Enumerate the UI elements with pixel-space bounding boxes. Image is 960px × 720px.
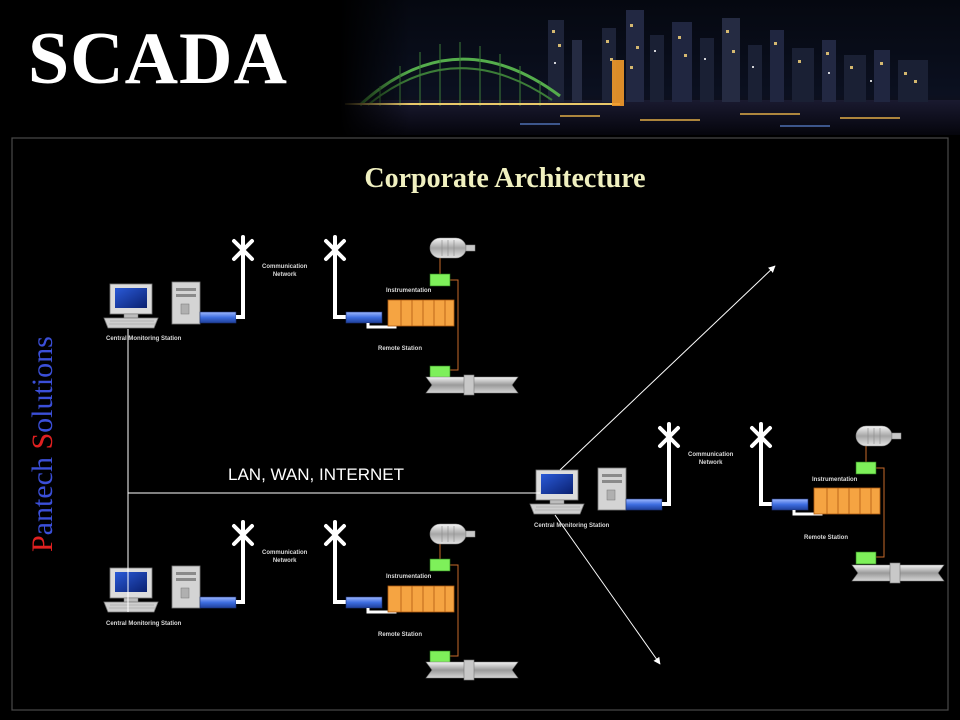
communication-label-line2: Network bbox=[698, 459, 723, 466]
city-skyline-photo bbox=[340, 0, 960, 135]
rtu-module-icon bbox=[813, 487, 881, 515]
remote-station-label: Remote Station bbox=[378, 632, 423, 638]
modem-icon bbox=[345, 596, 383, 609]
communication-label-line1: Communication bbox=[262, 264, 308, 270]
instrumentation-label: Instrumentation bbox=[386, 574, 432, 580]
communication-label-line2: Network bbox=[272, 557, 297, 564]
modem-icon bbox=[199, 311, 237, 324]
scada-site-bottom bbox=[103, 520, 519, 681]
network-link-label: LAN, WAN, INTERNET bbox=[228, 465, 404, 484]
header-banner bbox=[0, 0, 960, 135]
communication-label-line2: Network bbox=[272, 271, 297, 278]
diagram-heading: Corporate Architecture bbox=[364, 163, 646, 194]
communication-label-line1: Communication bbox=[262, 550, 308, 556]
arrow-to-other-site-up bbox=[559, 265, 776, 471]
central-station-label: Central Monitoring Station bbox=[106, 621, 182, 627]
rtu-module-icon bbox=[387, 299, 455, 327]
downlink-line bbox=[333, 535, 346, 604]
remote-station-label: Remote Station bbox=[804, 535, 849, 541]
instrumentation-label: Instrumentation bbox=[386, 288, 432, 294]
modem-icon bbox=[625, 498, 663, 511]
arrow-to-other-site-down bbox=[554, 514, 661, 665]
sensor-icon bbox=[429, 558, 451, 572]
remote-station-label: Remote Station bbox=[378, 346, 423, 352]
brand-first-rest: antech bbox=[26, 449, 59, 536]
communication-label-line1: Communication bbox=[688, 452, 734, 458]
instrumentation-wiring bbox=[450, 564, 459, 657]
central-station-label: Central Monitoring Station bbox=[106, 336, 182, 342]
pipeline-icon bbox=[851, 562, 945, 584]
central-monitoring-station-icon bbox=[529, 467, 627, 515]
corporate-network-links bbox=[127, 265, 776, 665]
downlink-line bbox=[333, 250, 346, 319]
instrumentation-label: Instrumentation bbox=[812, 477, 858, 483]
pipeline-icon bbox=[425, 374, 519, 396]
uplink-line bbox=[236, 250, 245, 319]
content-frame bbox=[11, 137, 949, 711]
sensor-icon bbox=[429, 650, 451, 664]
communication-network-label: Communication Network bbox=[688, 452, 733, 468]
central-station-label: Central Monitoring Station bbox=[534, 523, 610, 529]
brand-first-initial: P bbox=[26, 535, 59, 552]
brand-vertical-text: Pantech Solutions bbox=[26, 336, 59, 552]
sensor-icon bbox=[429, 273, 451, 287]
brand-second-initial: S bbox=[26, 432, 59, 450]
scada-site-top bbox=[103, 235, 519, 396]
uplink-line bbox=[662, 437, 671, 506]
pipeline-icon bbox=[425, 659, 519, 681]
central-monitoring-station-icon bbox=[103, 281, 201, 329]
modem-icon bbox=[199, 596, 237, 609]
sensor-icon bbox=[855, 551, 877, 565]
modem-icon bbox=[345, 311, 383, 324]
uplink-line bbox=[236, 535, 245, 604]
rtu-module-icon bbox=[387, 585, 455, 613]
downlink-line bbox=[759, 437, 772, 506]
sensor-icon bbox=[429, 365, 451, 379]
central-monitoring-station-icon bbox=[103, 565, 201, 613]
scada-site-right bbox=[529, 422, 945, 584]
instrumentation-wiring bbox=[450, 279, 459, 371]
modem-icon bbox=[771, 498, 809, 511]
instrumentation-wiring bbox=[876, 467, 885, 558]
communication-network-label: Communication Network bbox=[262, 550, 307, 566]
slide-title: SCADA bbox=[28, 18, 288, 100]
sensor-icon bbox=[855, 461, 877, 475]
brand-second-rest: olutions bbox=[26, 336, 59, 433]
communication-network-label: Communication Network bbox=[262, 264, 307, 280]
